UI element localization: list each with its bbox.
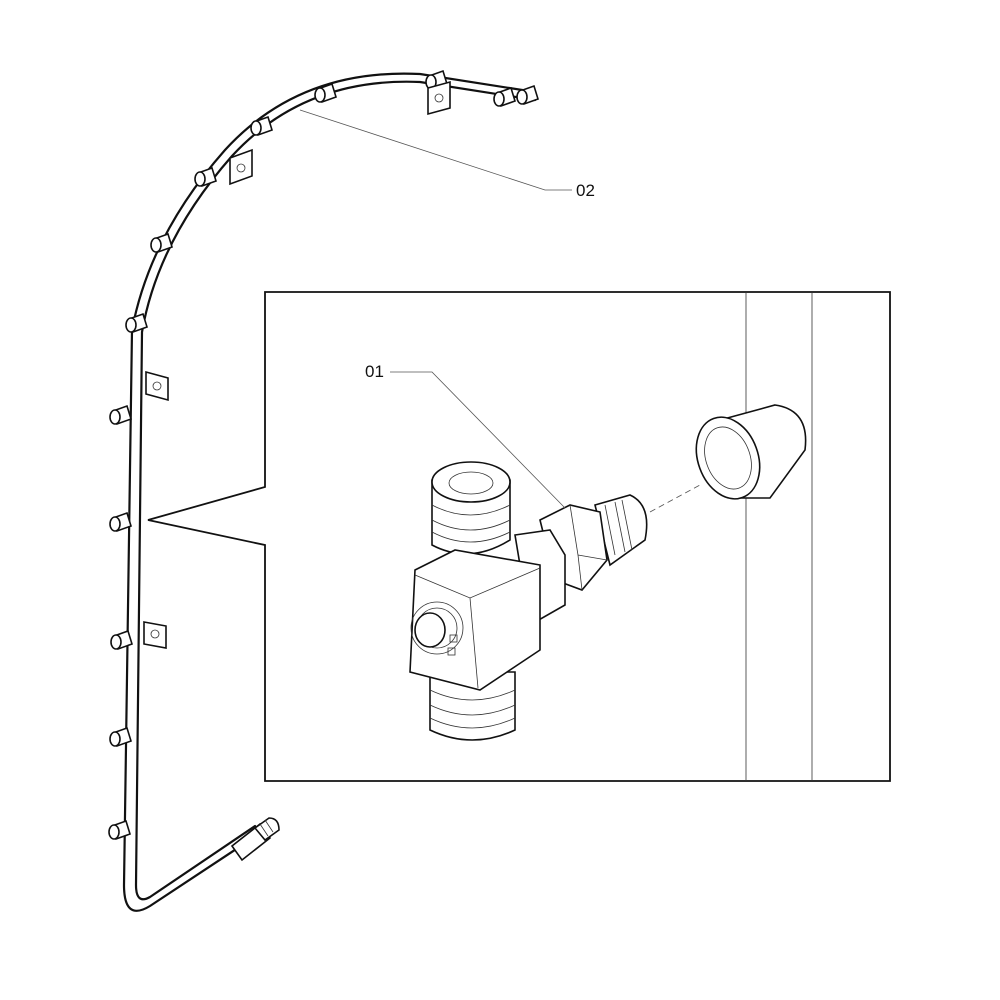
pipe-nozzle-opening [314, 87, 326, 103]
leader-line-02 [299, 109, 572, 191]
pipe-brackets [143, 80, 451, 649]
coupling-sleeve [695, 404, 807, 500]
leader-line-01 [390, 371, 566, 509]
pipe-nozzle-opening [150, 237, 162, 253]
pipe-nozzle-opening [250, 120, 262, 136]
pipe-end-connector [230, 817, 280, 862]
pipe-nozzles [108, 69, 539, 841]
pipe-nozzle-opening [110, 634, 122, 650]
pipe-nozzle-opening [125, 317, 137, 333]
detail-frame [147, 291, 891, 782]
tee-fitting [409, 461, 648, 741]
callout-label-01: 01 [365, 362, 384, 381]
pipe-assembly [122, 72, 537, 912]
center-line [649, 484, 701, 513]
pipe-nozzle-opening [109, 409, 121, 425]
pipe-nozzle-opening [516, 89, 528, 105]
pipe-nozzle-opening [109, 731, 121, 747]
pipe-nozzle-opening [194, 171, 206, 187]
pipe-nozzle-opening [109, 516, 121, 532]
callout-label-02: 02 [576, 181, 595, 200]
pipe-nozzle-opening [108, 824, 120, 840]
pipe-nozzle-opening [493, 91, 505, 107]
